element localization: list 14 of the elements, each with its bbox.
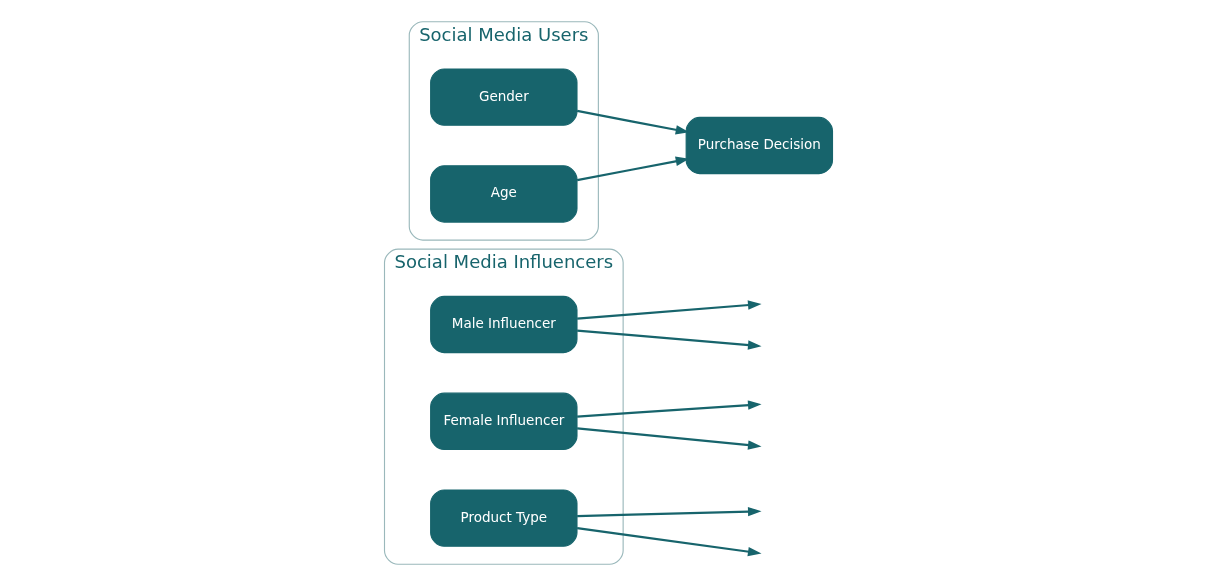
arrow [576, 506, 762, 518]
arrow [576, 526, 761, 557]
node-box: Gender [429, 68, 578, 126]
arrow [576, 300, 762, 320]
arrow [576, 156, 689, 182]
arrow [576, 400, 762, 418]
node-box: Male Influencer [429, 295, 578, 354]
arrow [576, 427, 762, 450]
arrow [576, 109, 689, 135]
arrow [576, 329, 762, 350]
node-box: Female Influencer [429, 392, 578, 451]
node-box: Purchase Decision [685, 116, 833, 175]
node-box: Product Type [429, 489, 578, 547]
node-box: Age [429, 165, 578, 223]
